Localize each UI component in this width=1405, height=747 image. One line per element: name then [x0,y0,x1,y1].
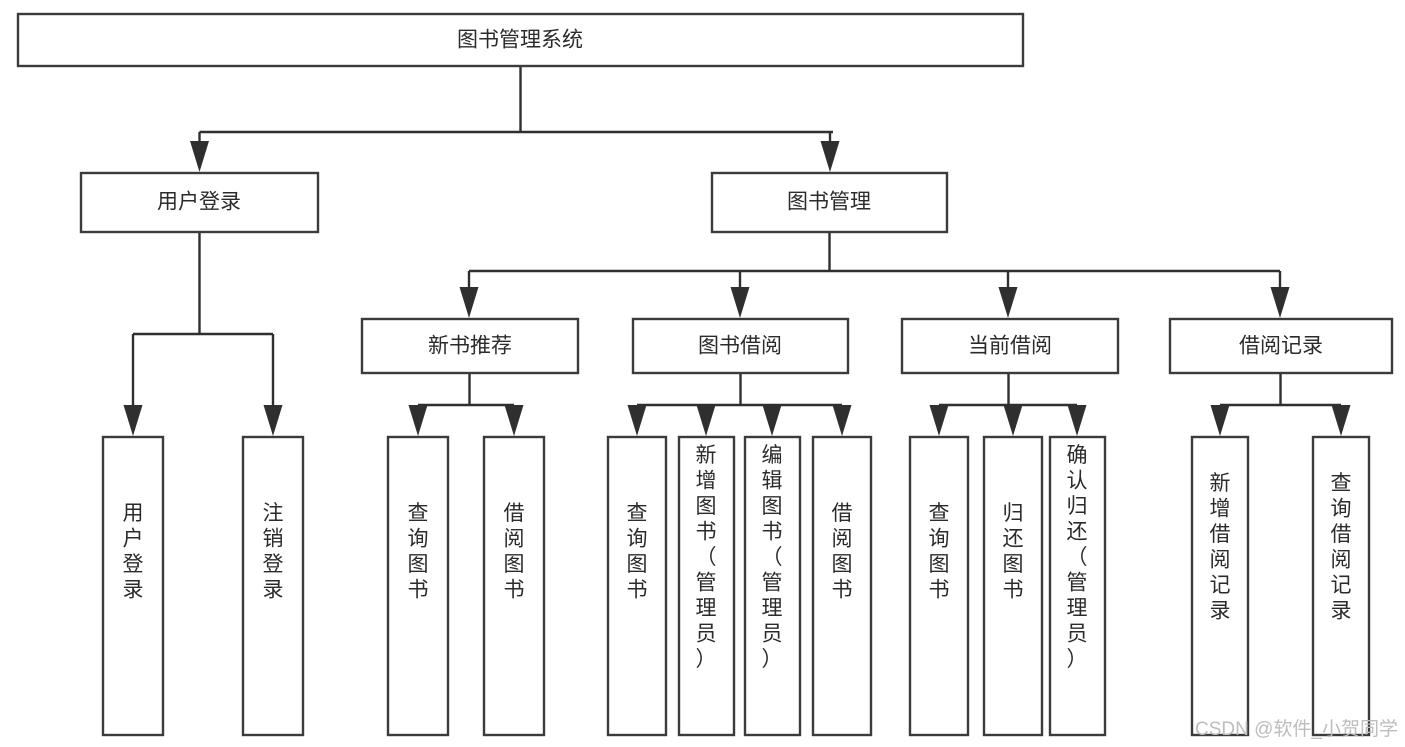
node-leaf-borrow-book-1-label: 借阅图书 [504,502,525,602]
node-book-borrow[interactable]: 图书借阅 [631,317,850,375]
arrow-root-to-user-login [190,141,209,172]
node-leaf-return-book[interactable]: 归还图书 [982,435,1044,737]
node-leaf-return-book-label: 归还图书 [1003,502,1024,602]
node-leaf-query-book-1[interactable]: 查询图书 [386,435,450,737]
node-borrow-record-label: 借阅记录 [1239,335,1323,358]
arrow-bb-to-leaf3 [762,405,782,436]
node-leaf-edit-book[interactable]: 编辑图书（管理员） [743,435,802,737]
node-leaf-confirm-return[interactable]: 确认归还（管理员） [1048,435,1107,737]
node-borrow-record-box[interactable] [1168,317,1394,375]
node-current-borrow-label: 当前借阅 [968,335,1052,358]
node-book-borrow-box[interactable] [631,317,850,375]
node-leaf-add-book-label: 新增图书（管理员） [696,444,717,671]
connector-group-root [190,66,840,172]
arrow-nbr-to-leaf2 [504,405,524,436]
connector-group-book-management [459,232,1290,318]
node-new-book-recommend-label: 新书推荐 [428,335,512,358]
node-leaf-confirm-return-label: 确认归还（管理员） [1067,444,1088,671]
connector-group-new-book-recommend [408,373,524,436]
node-book-management[interactable]: 图书管理 [710,171,949,234]
node-leaf-confirm-return-box[interactable] [1048,435,1107,737]
arrow-cb-to-leaf3 [1067,405,1087,436]
node-leaf-logout-box[interactable] [241,435,305,737]
arrow-br-to-leaf1 [1210,405,1230,436]
node-leaf-query-record-label: 查询借阅记录 [1331,472,1352,623]
csdn-watermark: CSDN @软件_小贺同学 [1195,718,1398,740]
node-book-borrow-label: 图书借阅 [698,335,782,358]
arrow-cb-to-leaf1 [929,405,949,436]
arrow-bm-to-new-book [459,287,479,318]
connector-group-current-borrow [929,373,1087,436]
node-leaf-return-book-box[interactable] [982,435,1044,737]
node-leaf-edit-book-box[interactable] [743,435,802,737]
connector-group-book-borrow [627,373,852,436]
node-current-borrow-box[interactable] [900,317,1120,375]
node-root[interactable]: 图书管理系统 [16,12,1025,68]
node-leaf-edit-book-label: 编辑图书（管理员） [762,444,783,671]
node-leaf-add-record-box[interactable] [1190,435,1250,737]
arrow-root-to-book-management [820,141,840,172]
arrow-nbr-to-leaf1 [408,405,428,436]
node-leaf-add-book-box[interactable] [677,435,736,737]
arrow-bm-to-book-borrow [730,287,750,318]
node-new-book-recommend[interactable]: 新书推荐 [360,317,580,375]
node-leaf-user-login-box[interactable] [101,435,165,737]
node-leaf-borrow-book-1[interactable]: 借阅图书 [482,435,546,737]
node-leaf-logout-label: 注销登录 [263,502,284,602]
node-book-management-label: 图书管理 [787,191,871,214]
node-leaf-query-book-2-label: 查询图书 [627,502,648,602]
node-leaf-query-book-3-box[interactable] [908,435,970,737]
node-current-borrow[interactable]: 当前借阅 [900,317,1120,375]
node-leaf-query-book-3-label: 查询图书 [929,502,950,602]
node-leaf-borrow-book-1-box[interactable] [482,435,546,737]
node-user-login[interactable]: 用户登录 [79,171,320,234]
node-leaf-query-book-1-label: 查询图书 [408,502,429,602]
connector-group-user-login [123,232,283,436]
node-leaf-borrow-book-2-box[interactable] [811,435,873,737]
node-user-login-box[interactable] [79,171,320,234]
node-leaf-borrow-book-2[interactable]: 借阅图书 [811,435,873,737]
arrow-cb-to-leaf2 [1003,405,1023,436]
arrow-bb-to-leaf4 [832,405,852,436]
connector-group-borrow-record [1210,373,1351,436]
node-leaf-borrow-book-2-label: 借阅图书 [832,502,853,602]
node-leaf-add-book[interactable]: 新增图书（管理员） [677,435,736,737]
node-leaf-user-login-label: 用户登录 [123,502,144,602]
node-root-label: 图书管理系统 [457,29,583,52]
node-root-box[interactable] [16,12,1025,68]
node-leaf-logout[interactable]: 注销登录 [241,435,305,737]
node-borrow-record[interactable]: 借阅记录 [1168,317,1394,375]
arrow-bm-to-borrow-record [1270,287,1290,318]
node-leaf-add-record[interactable]: 新增借阅记录 [1190,435,1250,737]
node-leaf-query-book-3[interactable]: 查询图书 [908,435,970,737]
node-leaf-query-record[interactable]: 查询借阅记录 [1311,435,1371,737]
node-user-login-label: 用户登录 [157,191,241,214]
arrow-bb-to-leaf2 [696,405,716,436]
arrow-ul-to-leaf2 [263,405,283,436]
arrow-bm-to-current-borrow [998,287,1018,318]
arrow-br-to-leaf2 [1331,405,1351,436]
node-leaf-query-book-1-box[interactable] [386,435,450,737]
arrow-ul-to-leaf1 [123,405,143,436]
node-new-book-recommend-box[interactable] [360,317,580,375]
node-leaf-query-book-2[interactable]: 查询图书 [606,435,668,737]
node-leaf-query-record-box[interactable] [1311,435,1371,737]
node-book-management-box[interactable] [710,171,949,234]
node-leaf-add-record-label: 新增借阅记录 [1210,472,1231,623]
node-leaf-user-login[interactable]: 用户登录 [101,435,165,737]
arrow-bb-to-leaf1 [627,405,647,436]
node-leaf-query-book-2-box[interactable] [606,435,668,737]
